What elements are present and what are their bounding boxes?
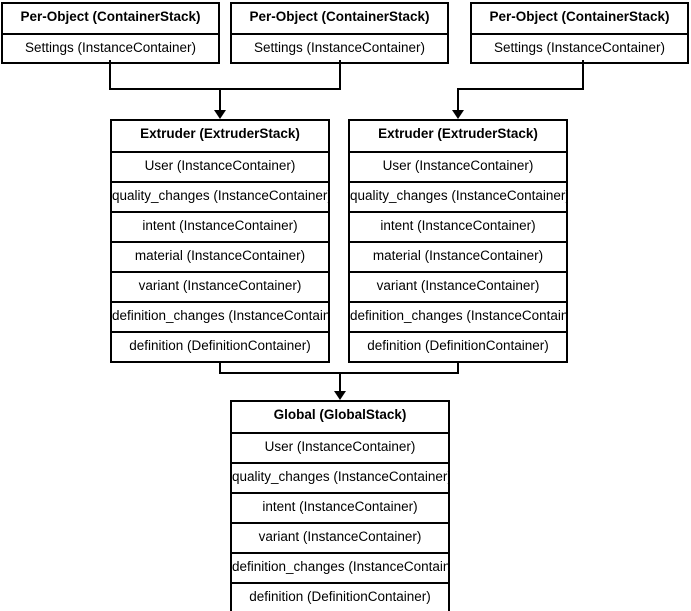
node-global-row-user: User (InstanceContainer) bbox=[232, 432, 448, 462]
node-per-object-3-header: Per-Object (ContainerStack) bbox=[472, 4, 687, 33]
node-extruder-2-header: Extruder (ExtruderStack) bbox=[350, 121, 566, 151]
node-extruder-2-row-material: material (InstanceContainer) bbox=[350, 241, 566, 271]
node-extruder-2-row-user: User (InstanceContainer) bbox=[350, 151, 566, 181]
node-extruder-2-row-definition: definition (DefinitionContainer) bbox=[350, 331, 566, 361]
node-extruder-1-row-definition-changes: definition_changes (InstanceContainer) bbox=[112, 301, 328, 331]
edge-per-object-1-down bbox=[109, 60, 111, 90]
node-per-object-1-header: Per-Object (ContainerStack) bbox=[3, 4, 218, 33]
arrowhead-to-extruder-2 bbox=[452, 110, 464, 119]
edge-merge-bar-extruder-2 bbox=[457, 88, 584, 90]
node-extruder-1-row-user: User (InstanceContainer) bbox=[112, 151, 328, 181]
edge-drop-to-extruder-1 bbox=[219, 88, 221, 111]
edge-per-object-2-down bbox=[339, 60, 341, 90]
node-per-object-1[interactable]: Per-Object (ContainerStack) Settings (In… bbox=[1, 2, 220, 64]
node-global[interactable]: Global (GlobalStack) User (InstanceConta… bbox=[230, 400, 450, 611]
node-extruder-2[interactable]: Extruder (ExtruderStack) User (InstanceC… bbox=[348, 119, 568, 363]
node-global-row-quality-changes: quality_changes (InstanceContainer) bbox=[232, 462, 448, 492]
edge-merge-bar-extruder-1 bbox=[109, 88, 341, 90]
node-global-header: Global (GlobalStack) bbox=[232, 402, 448, 432]
node-extruder-1[interactable]: Extruder (ExtruderStack) User (InstanceC… bbox=[110, 119, 330, 363]
node-global-row-definition: definition (DefinitionContainer) bbox=[232, 582, 448, 611]
node-extruder-1-row-intent: intent (InstanceContainer) bbox=[112, 211, 328, 241]
arrowhead-to-extruder-1 bbox=[214, 110, 226, 119]
edge-drop-to-extruder-2 bbox=[457, 88, 459, 111]
node-extruder-2-row-definition-changes: definition_changes (InstanceContainer) bbox=[350, 301, 566, 331]
node-global-row-definition-changes: definition_changes (InstanceContainer) bbox=[232, 552, 448, 582]
node-extruder-2-row-intent: intent (InstanceContainer) bbox=[350, 211, 566, 241]
node-per-object-3[interactable]: Per-Object (ContainerStack) Settings (In… bbox=[470, 2, 689, 64]
edge-per-object-3-down bbox=[582, 60, 584, 90]
node-extruder-2-row-quality-changes: quality_changes (InstanceContainer) bbox=[350, 181, 566, 211]
node-extruder-1-row-material: material (InstanceContainer) bbox=[112, 241, 328, 271]
node-per-object-1-row-settings: Settings (InstanceContainer) bbox=[3, 33, 218, 62]
node-per-object-3-row-settings: Settings (InstanceContainer) bbox=[472, 33, 687, 62]
node-per-object-2-row-settings: Settings (InstanceContainer) bbox=[232, 33, 447, 62]
node-extruder-1-row-quality-changes: quality_changes (InstanceContainer) bbox=[112, 181, 328, 211]
edge-drop-to-global bbox=[339, 372, 341, 392]
node-per-object-2-header: Per-Object (ContainerStack) bbox=[232, 4, 447, 33]
node-extruder-2-row-variant: variant (InstanceContainer) bbox=[350, 271, 566, 301]
node-extruder-1-row-variant: variant (InstanceContainer) bbox=[112, 271, 328, 301]
node-global-row-intent: intent (InstanceContainer) bbox=[232, 492, 448, 522]
node-extruder-1-header: Extruder (ExtruderStack) bbox=[112, 121, 328, 151]
arrowhead-to-global bbox=[334, 391, 346, 400]
node-per-object-2[interactable]: Per-Object (ContainerStack) Settings (In… bbox=[230, 2, 449, 64]
edge-extruder-1-down bbox=[219, 361, 221, 374]
edge-extruder-2-down bbox=[457, 361, 459, 374]
node-extruder-1-row-definition: definition (DefinitionContainer) bbox=[112, 331, 328, 361]
node-global-row-variant: variant (InstanceContainer) bbox=[232, 522, 448, 552]
